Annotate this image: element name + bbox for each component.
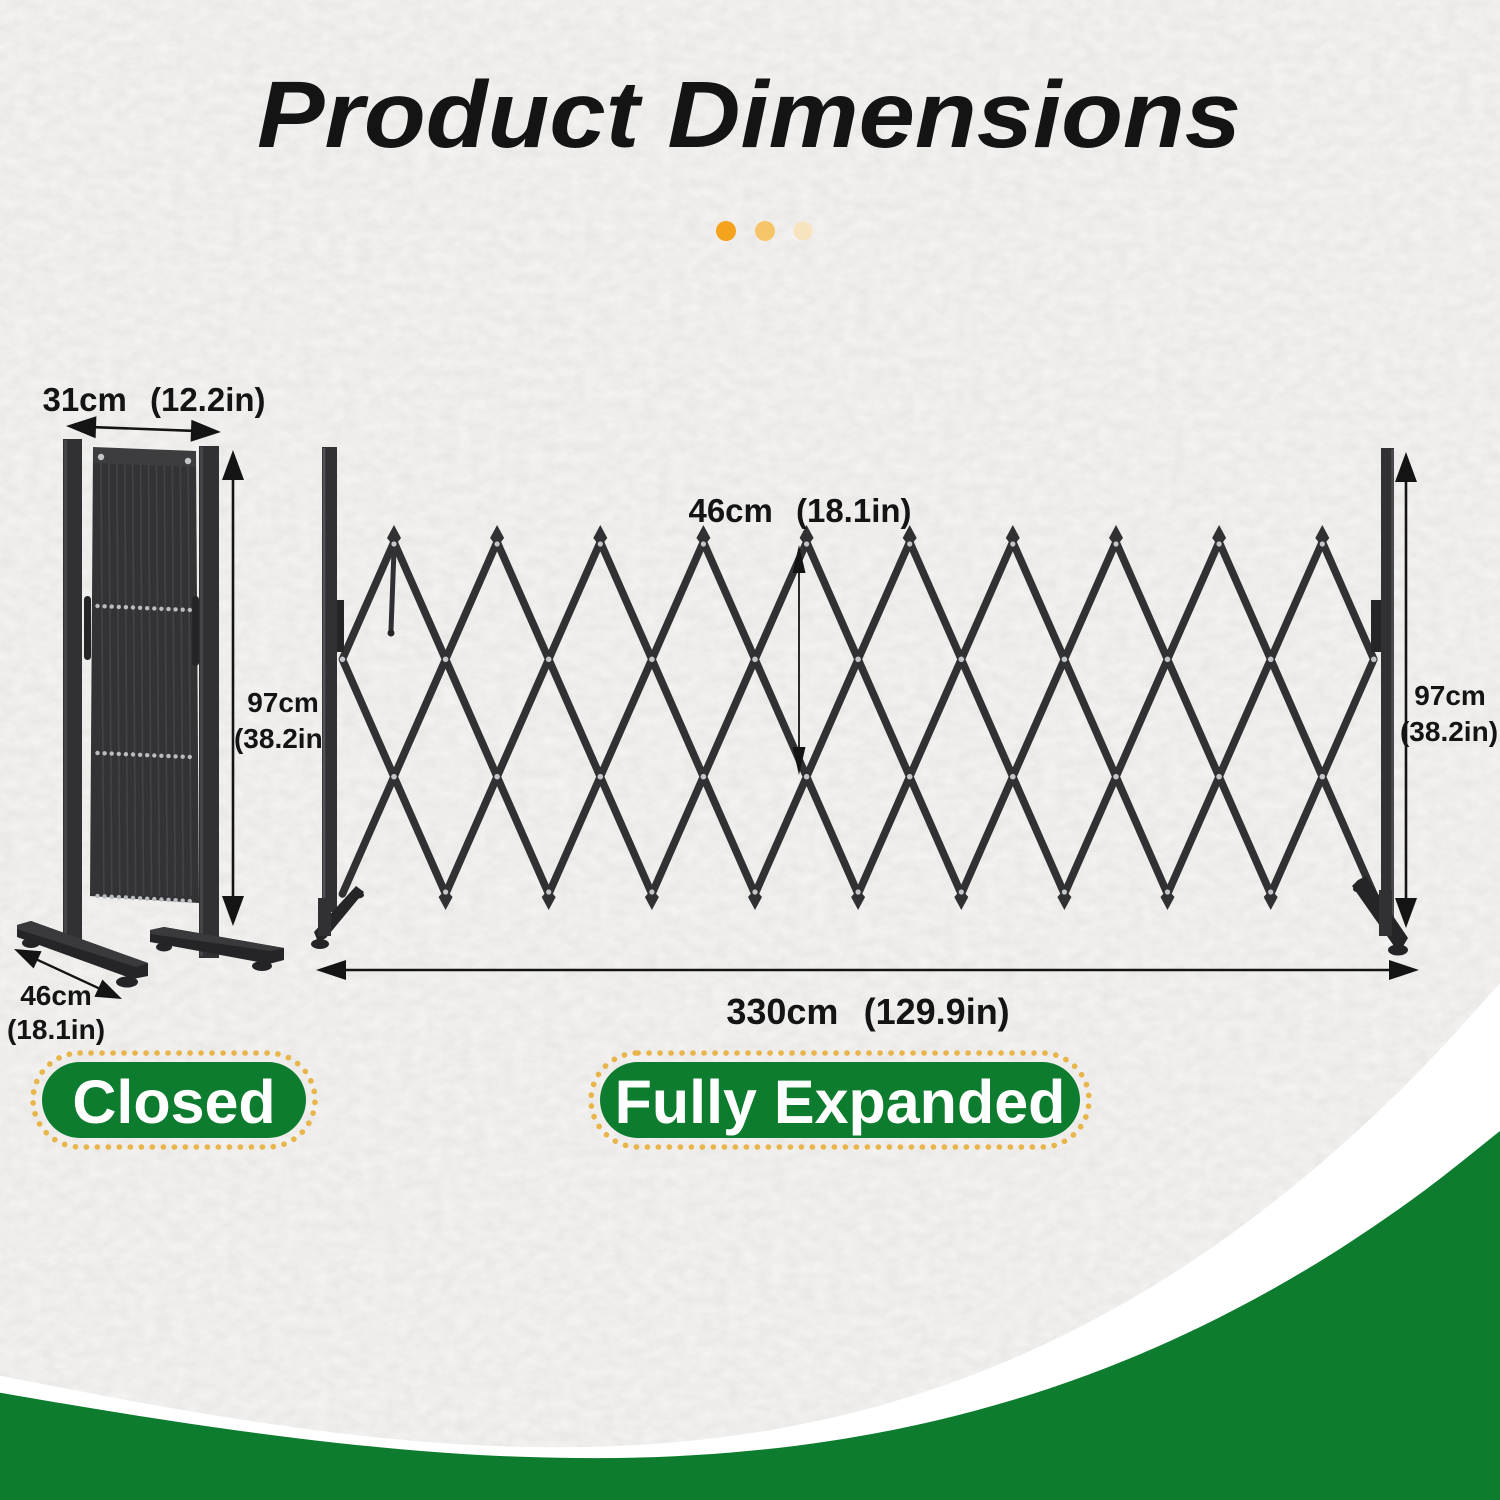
svg-text:330cm (129.9in): 330cm (129.9in) — [726, 991, 1009, 1032]
svg-text:46cm (18.1in): 46cm (18.1in) — [688, 492, 911, 529]
svg-text:Product Dimensions: Product Dimensions — [257, 62, 1241, 168]
svg-text:(38.2in): (38.2in) — [234, 723, 332, 754]
svg-text:Fully Expanded: Fully Expanded — [615, 1068, 1066, 1136]
svg-text:46cm: 46cm — [20, 980, 92, 1011]
svg-text:31cm (12.2in): 31cm (12.2in) — [42, 381, 265, 418]
svg-text:(38.2in): (38.2in) — [1400, 716, 1498, 747]
svg-text:97cm: 97cm — [1414, 680, 1486, 711]
svg-text:97cm: 97cm — [247, 687, 319, 718]
svg-text:Closed: Closed — [72, 1068, 275, 1136]
svg-text:(18.1in): (18.1in) — [7, 1014, 105, 1045]
